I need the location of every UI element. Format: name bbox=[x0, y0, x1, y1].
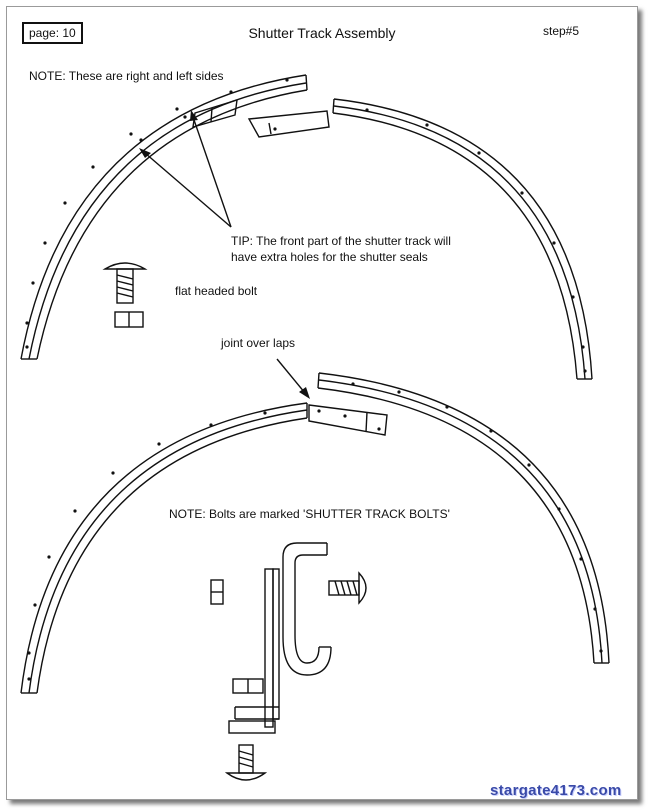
watermark: stargate4173.com bbox=[490, 782, 622, 799]
instruction-sheet: page: 10 Shutter Track Assembly step#5 N… bbox=[6, 6, 638, 800]
right-track-holes-bottom bbox=[351, 382, 603, 653]
side-bolt bbox=[328, 571, 367, 605]
left-track-segment-top bbox=[20, 74, 308, 360]
arrowhead-icon bbox=[299, 387, 310, 399]
tip-line-1: TIP: The front part of the shutter track… bbox=[231, 234, 451, 248]
left-track-segment-bottom bbox=[20, 402, 388, 694]
page-number-box: page: 10 bbox=[22, 22, 83, 44]
bolt-label: flat headed bolt bbox=[175, 284, 258, 298]
step-label: step#5 bbox=[543, 24, 580, 38]
flat-headed-bolt bbox=[102, 262, 148, 328]
joint-arrow bbox=[276, 358, 310, 399]
bolts-marked-note: NOTE: Bolts are marked 'SHUTTER TRACK BO… bbox=[169, 507, 450, 521]
arrowhead-icon bbox=[139, 148, 151, 158]
right-track-holes-top bbox=[273, 108, 587, 373]
sides-note: NOTE: These are right and left sides bbox=[29, 69, 224, 83]
page-title: Shutter Track Assembly bbox=[248, 25, 396, 41]
nut-parts bbox=[210, 579, 264, 694]
tip-arrows bbox=[139, 110, 232, 228]
right-track-segment-top bbox=[247, 98, 593, 380]
assembly-diagram bbox=[20, 74, 610, 781]
left-track-holes-top bbox=[25, 78, 289, 349]
left-track-holes-bottom bbox=[27, 409, 381, 681]
right-track-segment-bottom bbox=[317, 372, 610, 664]
arrowhead-icon bbox=[190, 110, 198, 121]
vertical-bolt bbox=[224, 744, 268, 781]
tip-line-2: have extra holes for the shutter seals bbox=[231, 250, 428, 264]
joint-label: joint over laps bbox=[221, 336, 296, 350]
j-bracket bbox=[228, 542, 332, 734]
